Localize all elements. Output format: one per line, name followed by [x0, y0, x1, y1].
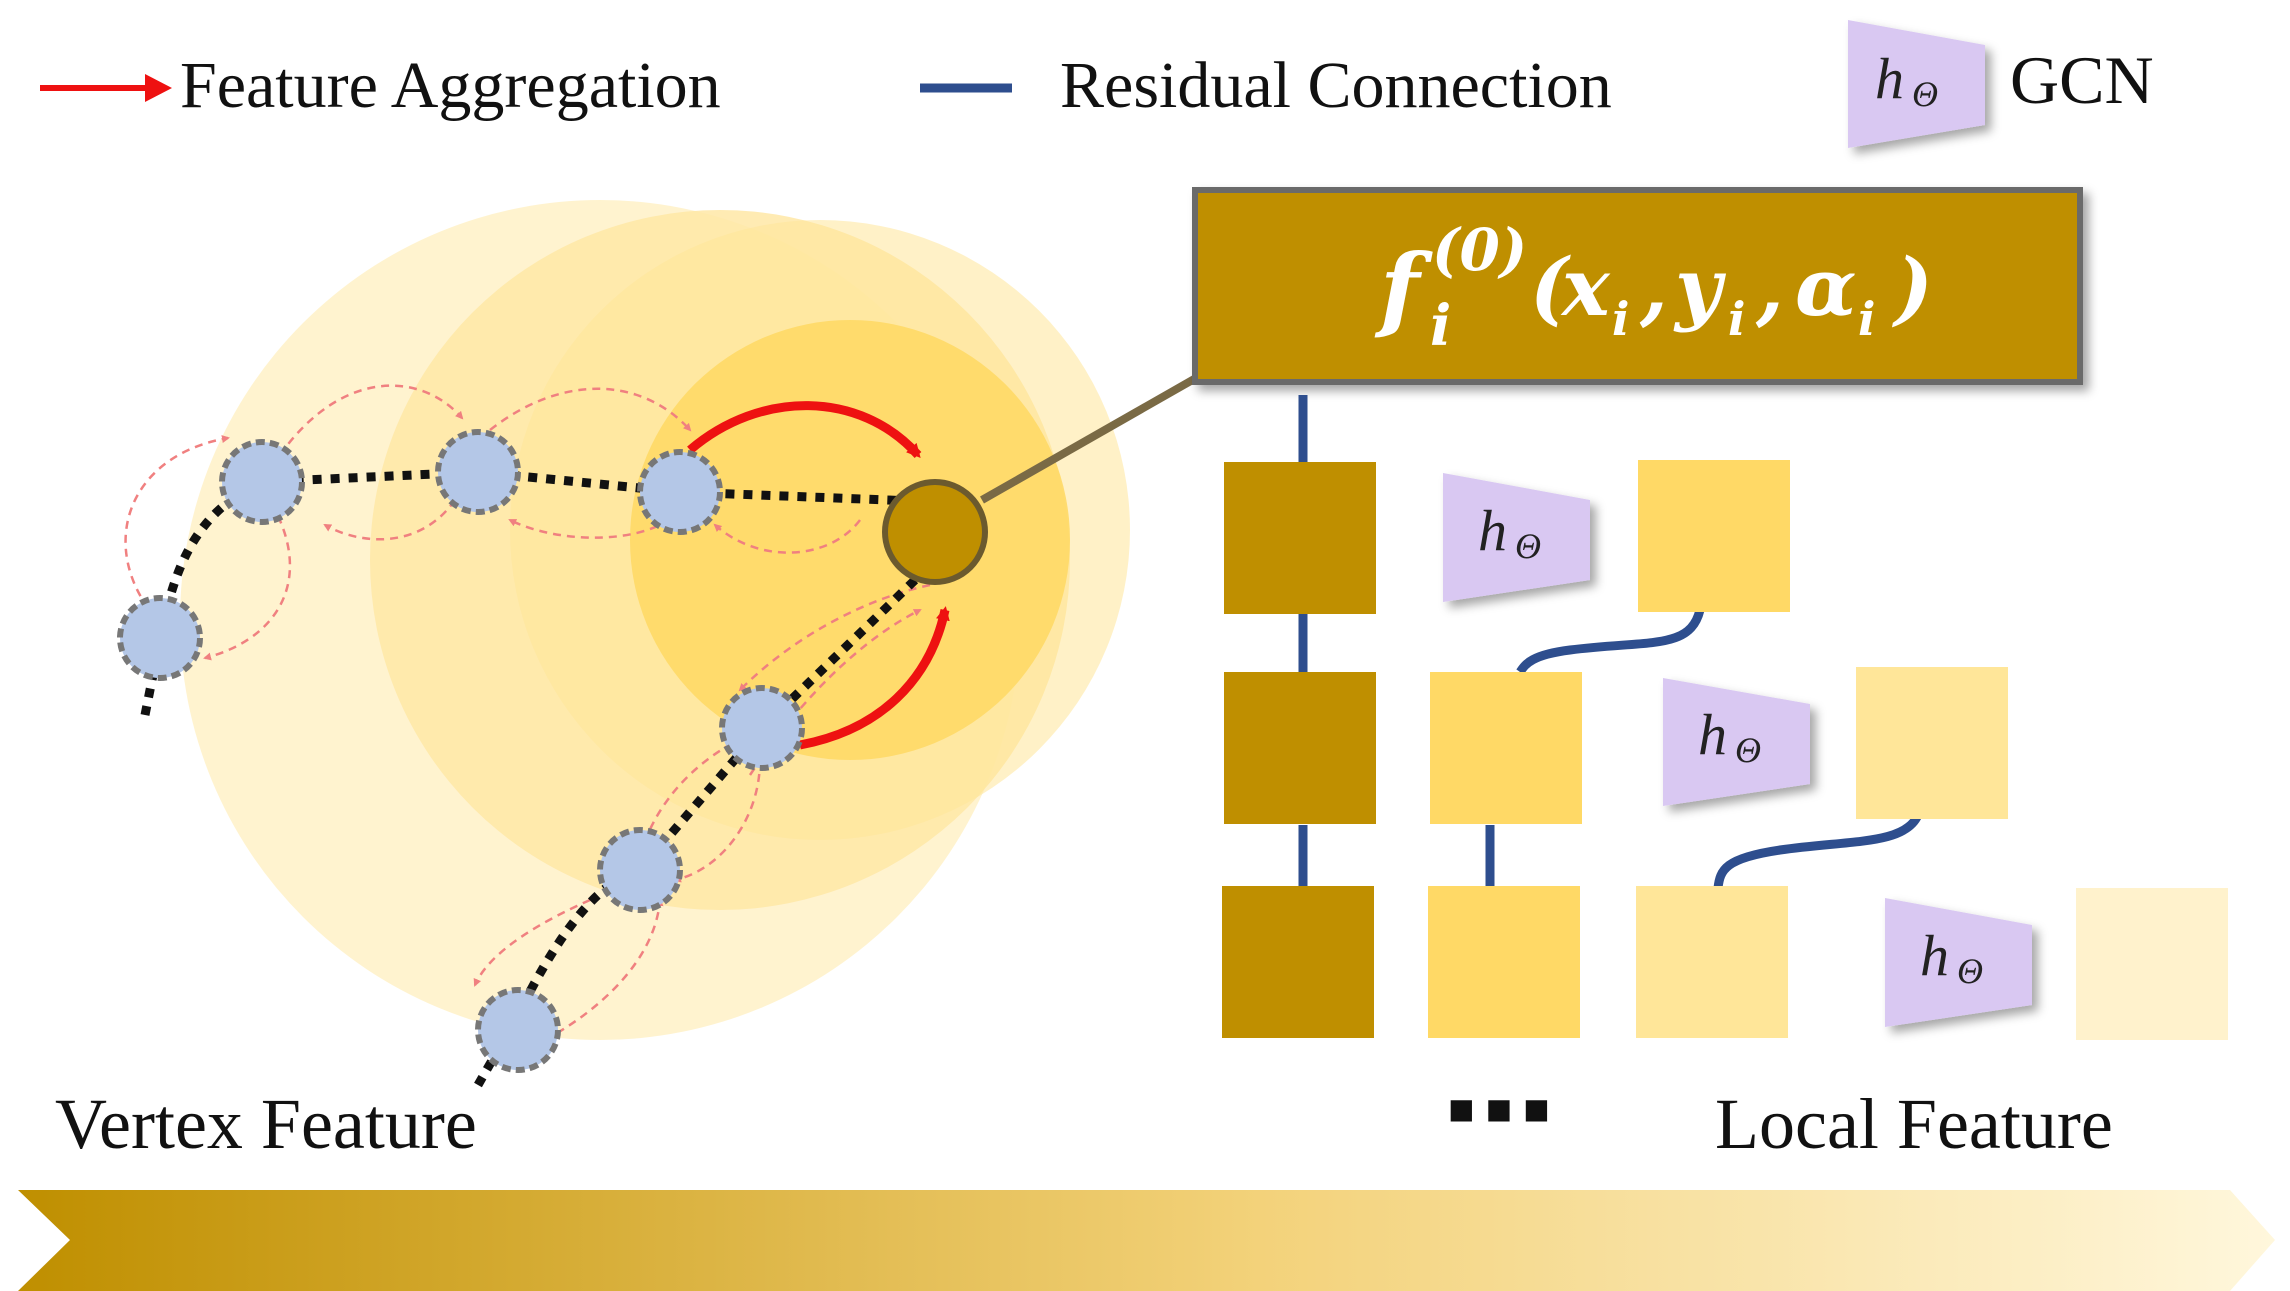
- local-feature-label: Local Feature: [1715, 1084, 2113, 1164]
- arc-left-upper: [124, 435, 230, 609]
- formula-open-paren: (: [1530, 240, 1571, 334]
- formula-comma: ,: [1639, 240, 1668, 334]
- vertex-node: [219, 439, 305, 525]
- formula-box: f (0) i ( x i , y i , α i ): [1192, 187, 2083, 385]
- gcn-symbol-theta: Θ: [1735, 730, 1761, 770]
- formula-alpha: α: [1795, 240, 1857, 334]
- vertex-node: [475, 987, 561, 1073]
- legend-label-gcn: GCN: [2010, 42, 2154, 118]
- vertex-feature-label: Vertex Feature: [55, 1084, 477, 1164]
- feature-square-dark: [1224, 462, 1376, 614]
- arc-left-lower: [203, 515, 292, 661]
- residual-curve: [1516, 608, 1705, 675]
- feature-square-dark: [1222, 886, 1374, 1038]
- legend-label-residual-connection: Residual Connection: [1060, 49, 1612, 122]
- legend-residual-connection: Residual Connection: [920, 49, 1612, 122]
- receptive-field-inner: [630, 320, 1070, 760]
- gcn-symbol-h: h: [1478, 498, 1507, 563]
- vertex-node: [435, 429, 521, 515]
- center-aggregation-arrows: [687, 401, 950, 750]
- formula-comma-2: ,: [1755, 240, 1784, 334]
- legend-label-feature-aggregation: Feature Aggregation: [180, 49, 721, 122]
- progression-arrow-bar: [18, 1190, 2275, 1291]
- feature-square-mid: [1638, 460, 1790, 612]
- gcn-block: h Θ: [1885, 898, 2032, 1027]
- arc-mid-left: [323, 499, 457, 541]
- feature-square-light: [1856, 667, 2008, 819]
- formula-x: x: [1560, 240, 1611, 334]
- arc-center-back: [713, 519, 861, 554]
- feature-square-light: [1636, 886, 1788, 1038]
- gcn-blocks: h Θ h Θ h Θ: [1443, 473, 2032, 1027]
- gcn-symbol-h: h: [1698, 702, 1727, 767]
- formula-box-rect: [1192, 187, 2083, 385]
- formula-close-paren: ): [1891, 240, 1933, 334]
- gcn-trapezoid-icon: [1443, 473, 1590, 602]
- feature-square-dark: [1224, 672, 1376, 824]
- feature-square-pale: [2076, 888, 2228, 1040]
- gcn-symbol-theta: Θ: [1957, 951, 1983, 991]
- gcn-block: h Θ: [1663, 678, 1810, 806]
- gcn-trapezoid-icon: [1848, 20, 1985, 148]
- vertex-nodes: [117, 429, 805, 1073]
- center-vertex-node: [882, 479, 988, 585]
- gcn-symbol-theta: Θ: [1515, 526, 1541, 566]
- formula-y-sub: i: [1728, 292, 1745, 346]
- red-arrow-top: [687, 401, 922, 458]
- red-arrow-bottom: [799, 606, 950, 750]
- vertex-node: [597, 827, 683, 913]
- feature-square-mid: [1430, 672, 1582, 824]
- formula-y: y: [1673, 240, 1727, 334]
- residual-connections: [1298, 395, 1923, 890]
- legend: Feature Aggregation Residual Connection …: [40, 20, 2154, 148]
- receptive-fields: [180, 200, 1130, 1040]
- red-arrowhead-icon: [145, 74, 172, 102]
- formula-alpha-sub: i: [1858, 292, 1875, 346]
- gcn-symbol-h: h: [1920, 923, 1949, 988]
- legend-feature-aggregation: Feature Aggregation: [40, 49, 721, 122]
- residual-curve: [1713, 812, 1923, 889]
- arc-lower-back: [673, 759, 762, 883]
- local-feature-grid: [1222, 460, 2228, 1040]
- legend-gcn: h Θ GCN: [1848, 20, 2154, 148]
- gcn-symbol-h: h: [1875, 46, 1904, 111]
- vertex-node: [637, 449, 723, 535]
- arc-top-mid: [489, 387, 692, 432]
- feature-square-mid: [1428, 886, 1580, 1038]
- ellipsis-marker: ■ ■ ■: [1448, 1085, 1550, 1134]
- vertex-node: [719, 685, 805, 771]
- gcn-trapezoid-icon: [1885, 898, 2032, 1027]
- gcn-block: h Θ: [1443, 473, 1590, 602]
- vertex-node: [117, 595, 203, 681]
- gcn-symbol-theta: Θ: [1912, 74, 1938, 114]
- formula-x-sub: i: [1612, 292, 1629, 346]
- formula-subscript-i: i: [1430, 293, 1451, 359]
- arc-bottom-down: [473, 898, 591, 987]
- formula-connector: [980, 366, 1212, 504]
- formula-superscript: (0): [1432, 216, 1527, 284]
- gcn-trapezoid-icon: [1663, 678, 1810, 806]
